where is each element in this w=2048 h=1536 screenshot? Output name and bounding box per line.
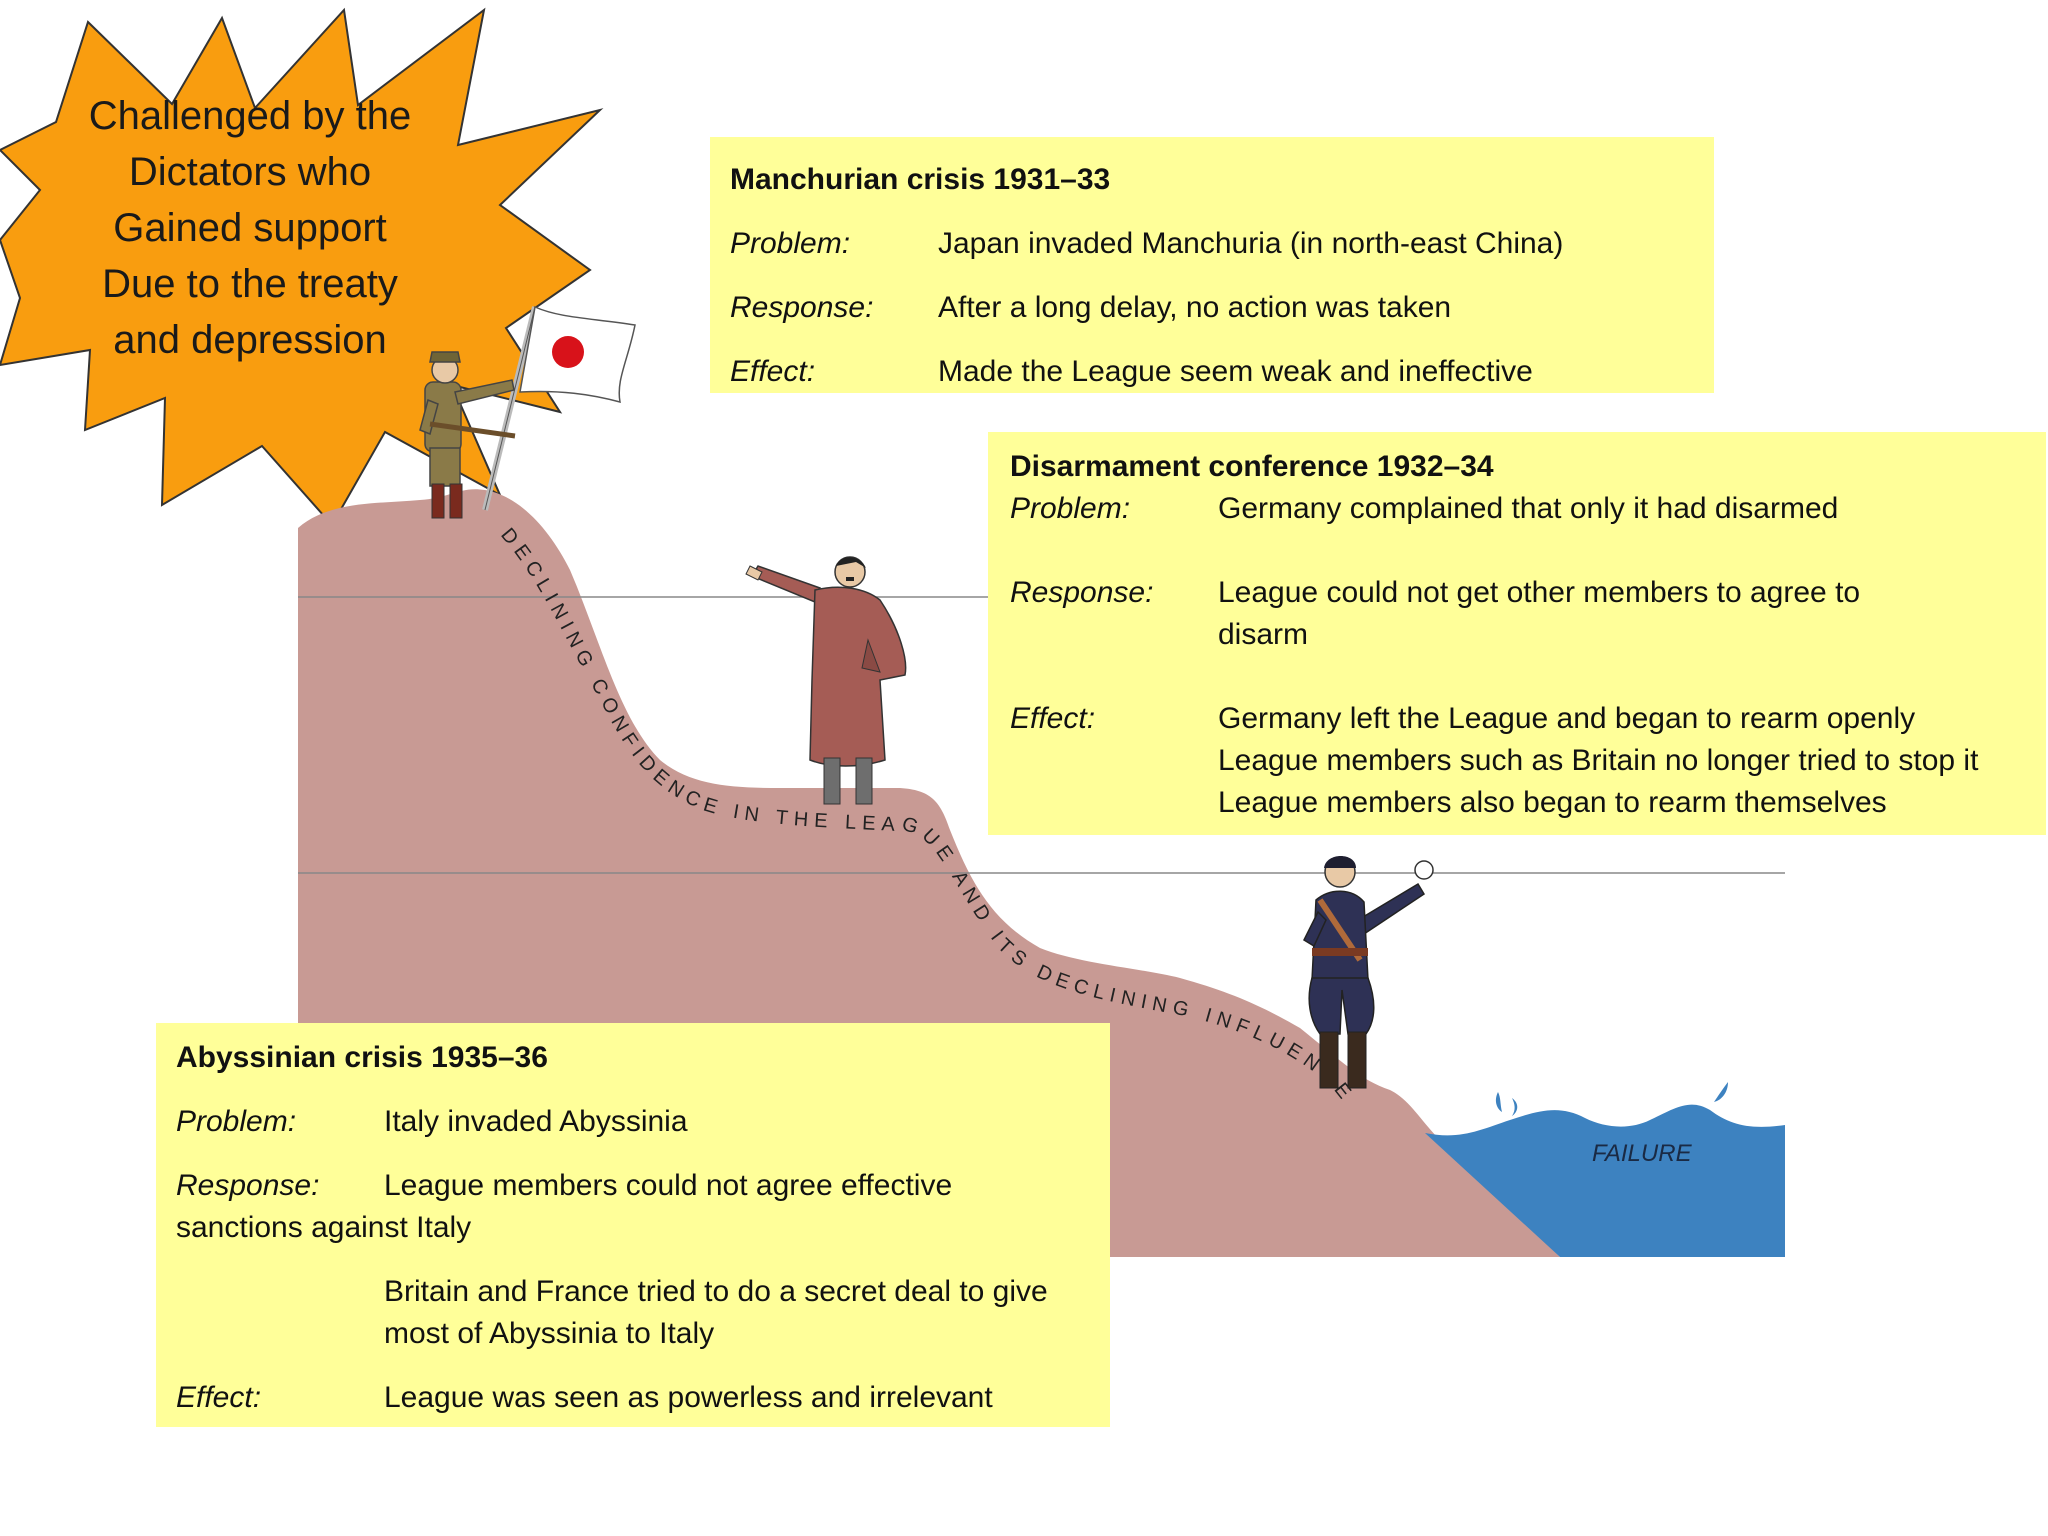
response-line: most of Abyssinia to Italy [384, 1317, 715, 1350]
starburst-line: Gained support [113, 206, 387, 250]
starburst-line: Challenged by the [88, 94, 412, 138]
effect-label: Effect: [176, 1381, 262, 1414]
response-continuation: sanctions against Italy [176, 1211, 472, 1244]
abyssinian-problem-row: Problem: Italy invaded Abyssinia [176, 1101, 1110, 1143]
problem-label: Problem: [730, 227, 851, 260]
disarmament-conference-title: Disarmament conference 1932–34 [1010, 450, 1494, 483]
japan-flag-disc [552, 336, 584, 368]
disarmament-effect-row: Effect: Germany left the League and bega… [1010, 698, 2046, 824]
japanese-soldier-figure [419, 305, 636, 519]
manchurian-response-row: Response: After a long delay, no action … [730, 276, 1714, 340]
manchurian-problem-row: Problem: Japan invaded Manchuria (in nor… [730, 212, 1714, 276]
abyssinian-response-row: Response: League members could not agree… [176, 1165, 1110, 1207]
starburst-text: Challenged by the Dictators who Gained s… [40, 88, 460, 368]
manchurian-effect-row: Effect: Made the League seem weak and in… [730, 340, 1714, 404]
effect-text: Made the League seem weak and ineffectiv… [938, 355, 1533, 388]
disarmament-problem-row: Problem: Germany complained that only it… [1010, 488, 2046, 530]
response-secret-deal: Britain and France tried to do a secret … [176, 1271, 1110, 1355]
response-text: League could not get other members to ag… [1218, 572, 2046, 656]
problem-label: Problem: [176, 1105, 297, 1138]
response-label: Response: [176, 1169, 320, 1202]
effect-line: Germany left the League and began to rea… [1218, 702, 1916, 735]
disarmament-conference-box: Disarmament conference 1932–34 Problem: … [988, 432, 2046, 835]
response-line: League could not get other members to ag… [1218, 576, 1861, 609]
hitler-figure [745, 556, 907, 805]
failure-label: FAILURE [1592, 1140, 1692, 1167]
response-label: Response: [1010, 576, 1154, 609]
starburst-line: Due to the treaty [102, 262, 398, 306]
abyssinian-effect-row: Effect: League was seen as powerless and… [176, 1377, 1110, 1419]
disarmament-response-row: Response: League could not get other mem… [1010, 572, 2046, 656]
response-line: Britain and France tried to do a secret … [384, 1275, 1048, 1308]
splash-right [1714, 1082, 1728, 1102]
starburst-line: Dictators who [128, 150, 372, 194]
mussolini-figure [1303, 856, 1434, 1089]
effect-line: League members such as Britain no longer… [1218, 744, 1979, 777]
problem-text: Japan invaded Manchuria (in north-east C… [938, 227, 1564, 260]
response-label: Response: [730, 291, 874, 324]
abyssinian-crisis-title: Abyssinian crisis 1935–36 [176, 1041, 548, 1074]
effect-label: Effect: [730, 355, 816, 388]
effect-label: Effect: [1010, 702, 1096, 735]
response-text: League members could not agree effective [384, 1169, 953, 1202]
manchurian-crisis-title: Manchurian crisis 1931–33 [730, 163, 1111, 196]
problem-label: Problem: [1010, 492, 1131, 525]
effect-line: League members also began to rearm thems… [1218, 786, 1887, 819]
effect-text: Germany left the League and began to rea… [1218, 698, 2046, 824]
starburst-line: and depression [113, 318, 387, 362]
abyssinian-crisis-box: Abyssinian crisis 1935–36 Problem: Italy… [156, 1023, 1110, 1427]
splash-left [1495, 1092, 1518, 1116]
effect-text: League was seen as powerless and irrelev… [384, 1381, 993, 1414]
problem-text: Italy invaded Abyssinia [384, 1105, 688, 1138]
response-text: After a long delay, no action was taken [938, 291, 1452, 324]
response-line: disarm [1218, 618, 1309, 651]
problem-text: Germany complained that only it had disa… [1218, 492, 1839, 525]
water-shape [1425, 1104, 1785, 1257]
manchurian-crisis-box: Manchurian crisis 1931–33 Problem: Japan… [710, 137, 1714, 393]
